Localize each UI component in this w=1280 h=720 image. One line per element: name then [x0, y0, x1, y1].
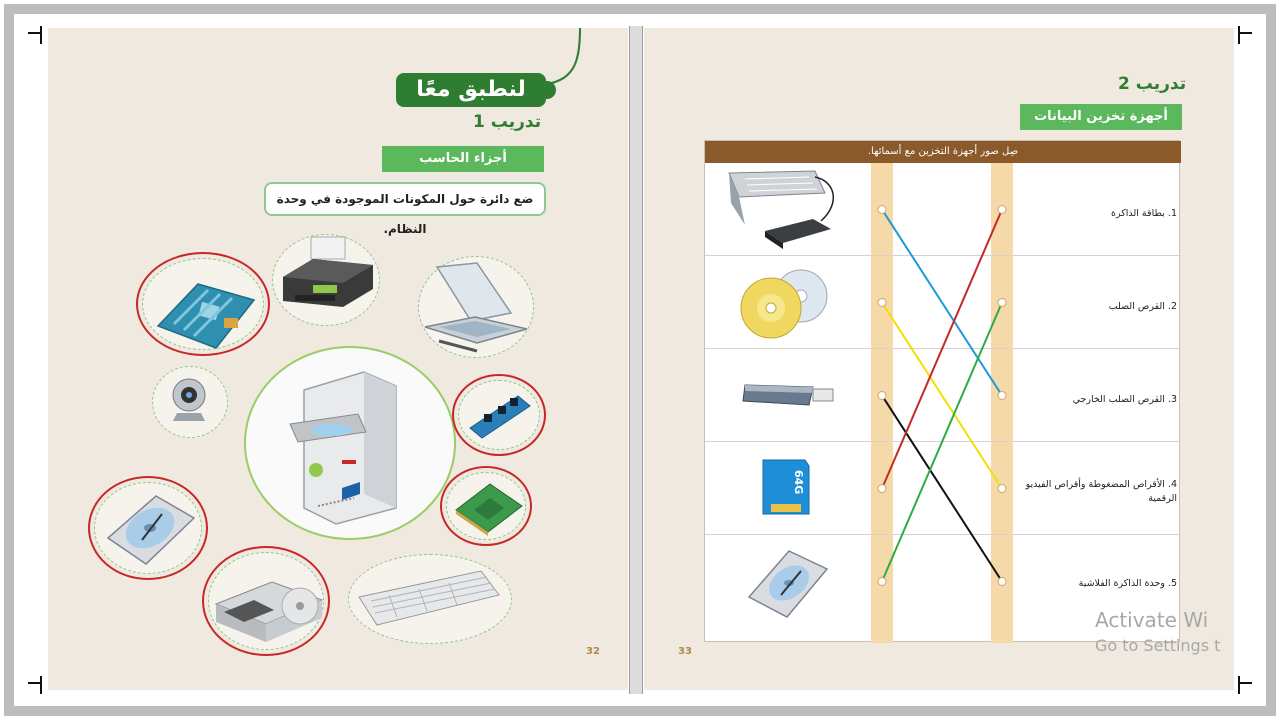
page-32: لنطبق معًا تدريب 1 أجزاء الحاسب ضع دائرة…: [48, 28, 628, 690]
cd-dvd-icon: [740, 269, 828, 339]
internal-hard-disk-icon: [747, 550, 829, 618]
exercise-2-heading: تدريب 2: [1118, 74, 1187, 94]
system-unit-circle[interactable]: [244, 346, 456, 540]
section-tab-computer-parts: أجزاء الحاسب: [382, 146, 544, 172]
keyboard-circle[interactable]: [348, 554, 512, 644]
motherboard-circle[interactable]: [136, 252, 270, 356]
image-cell: 64G: [705, 442, 870, 535]
match-dot[interactable]: [997, 484, 1007, 493]
webcam-circle[interactable]: [152, 366, 228, 438]
label-4: 4. الأقراص المضغوطة وأقراص الفيديو الرقم…: [1025, 479, 1177, 504]
crop-mark: [28, 682, 42, 684]
book-spread: لنطبق معًا تدريب 1 أجزاء الحاسب ضع دائرة…: [28, 26, 1252, 694]
crop-mark: [40, 26, 42, 44]
match-dot[interactable]: [997, 391, 1007, 400]
section-tab-storage-devices: أجهزة تخزين البيانات: [1020, 104, 1182, 130]
match-line: [881, 394, 1003, 583]
cpu-icon: [455, 483, 523, 536]
crop-mark: [40, 676, 42, 694]
hard-disk-icon: [106, 495, 196, 565]
scanner-icon: [424, 262, 528, 353]
match-dot[interactable]: [877, 484, 887, 493]
keyboard-icon: [358, 570, 500, 626]
printer-icon: [283, 236, 373, 307]
match-dot[interactable]: [997, 577, 1007, 586]
external-hard-disk-icon: [728, 170, 835, 249]
match-line: [881, 208, 1003, 397]
page-number: 32: [586, 646, 600, 657]
crop-mark: [28, 32, 42, 34]
matching-table: صِل صور أجهزة التخزين مع أسمائها. 1. بطا…: [704, 140, 1181, 643]
optical-drive-circle[interactable]: [202, 546, 330, 656]
crop-mark: [1238, 682, 1252, 684]
crop-mark: [1238, 32, 1252, 34]
match-dot[interactable]: [877, 577, 887, 586]
table-row: 1. بطاقة الذاكرة: [705, 163, 1181, 256]
motherboard-icon: [156, 283, 256, 349]
cpu-circle[interactable]: [440, 466, 532, 546]
crop-mark: [1238, 26, 1240, 44]
table-header: صِل صور أجهزة التخزين مع أسمائها.: [705, 141, 1181, 163]
image-cell: [705, 256, 870, 349]
page-33: تدريب 2 أجهزة تخزين البيانات صِل صور أجه…: [644, 28, 1234, 690]
match-dot[interactable]: [997, 298, 1007, 307]
book-gutter: [629, 26, 643, 694]
match-dot[interactable]: [877, 298, 887, 307]
label-5: 5. وحدة الذاكرة الفلاشية: [1078, 578, 1177, 589]
ram-icon: [469, 395, 531, 439]
activation-watermark-subtitle: Go to Settings t: [1095, 636, 1221, 655]
match-dot[interactable]: [997, 205, 1007, 214]
title-connector-curve: [545, 28, 581, 85]
match-line: [881, 209, 1003, 489]
system-unit-icon: [289, 371, 397, 525]
memory-card-capacity-text: 64G: [792, 470, 805, 494]
label-1: 1. بطاقة الذاكرة: [1111, 208, 1177, 219]
hard-disk-circle[interactable]: [88, 476, 208, 580]
table-row: 64G 4. الأقراص المضغوطة وأقراص الفيديو ا…: [705, 442, 1181, 535]
scanner-circle[interactable]: [418, 256, 534, 358]
image-cell: [705, 349, 870, 442]
exercise-1-heading: تدريب 1: [473, 112, 542, 132]
memory-card-icon: 64G: [762, 459, 810, 515]
image-strip: [871, 163, 893, 643]
page-number: 33: [678, 646, 692, 657]
usb-flash-drive-icon: [742, 384, 834, 406]
activation-watermark: Activate Wi: [1095, 608, 1209, 632]
title-pill-ear: [544, 81, 556, 99]
webcam-icon: [172, 378, 206, 421]
match-dot[interactable]: [877, 391, 887, 400]
match-dot[interactable]: [877, 205, 887, 214]
page-title: لنطبق معًا: [396, 73, 546, 107]
label-2: 2. القرص الصلب: [1108, 301, 1177, 312]
match-line: [881, 302, 1003, 582]
instruction-box: ضع دائرة حول المكونات الموجودة في وحدة ا…: [264, 182, 546, 236]
crop-mark: [1238, 676, 1240, 694]
image-cell: [705, 535, 870, 628]
table-row: 5. وحدة الذاكرة الفلاشية: [705, 535, 1181, 628]
image-cell: [705, 163, 870, 256]
optical-drive-icon: [214, 581, 324, 642]
label-3: 3. القرص الصلب الخارجي: [1072, 394, 1177, 405]
matching-lines: [877, 205, 1007, 586]
label-strip: [991, 163, 1013, 643]
match-line: [881, 301, 1003, 490]
ram-circle[interactable]: [452, 374, 546, 456]
printer-circle[interactable]: [272, 234, 380, 326]
